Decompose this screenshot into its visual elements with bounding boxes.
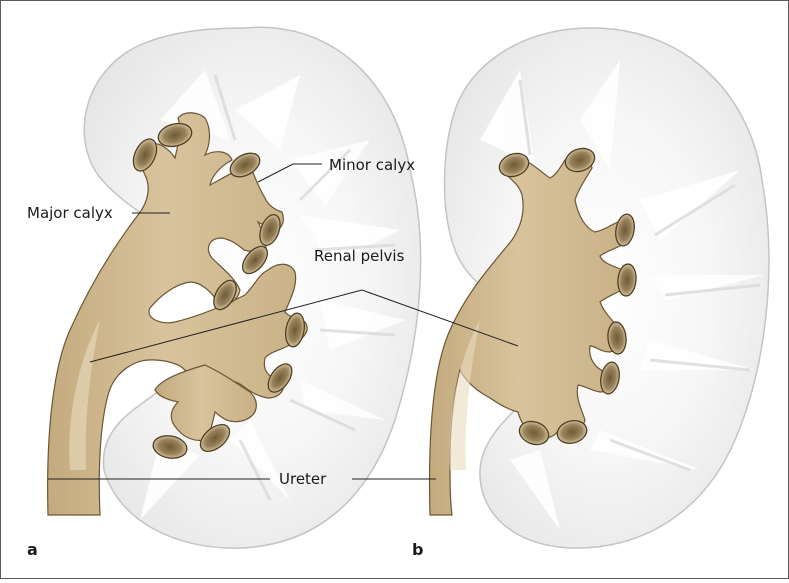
label-renal-pelvis: Renal pelvis xyxy=(314,247,405,265)
panel-label-a: a xyxy=(27,540,38,559)
label-minor-calyx: Minor calyx xyxy=(329,156,415,174)
label-major-calyx: Major calyx xyxy=(27,204,113,222)
panel-label-b: b xyxy=(412,540,423,559)
label-ureter: Ureter xyxy=(279,470,327,488)
kidney-b xyxy=(430,28,769,548)
kidney-a xyxy=(48,27,421,548)
